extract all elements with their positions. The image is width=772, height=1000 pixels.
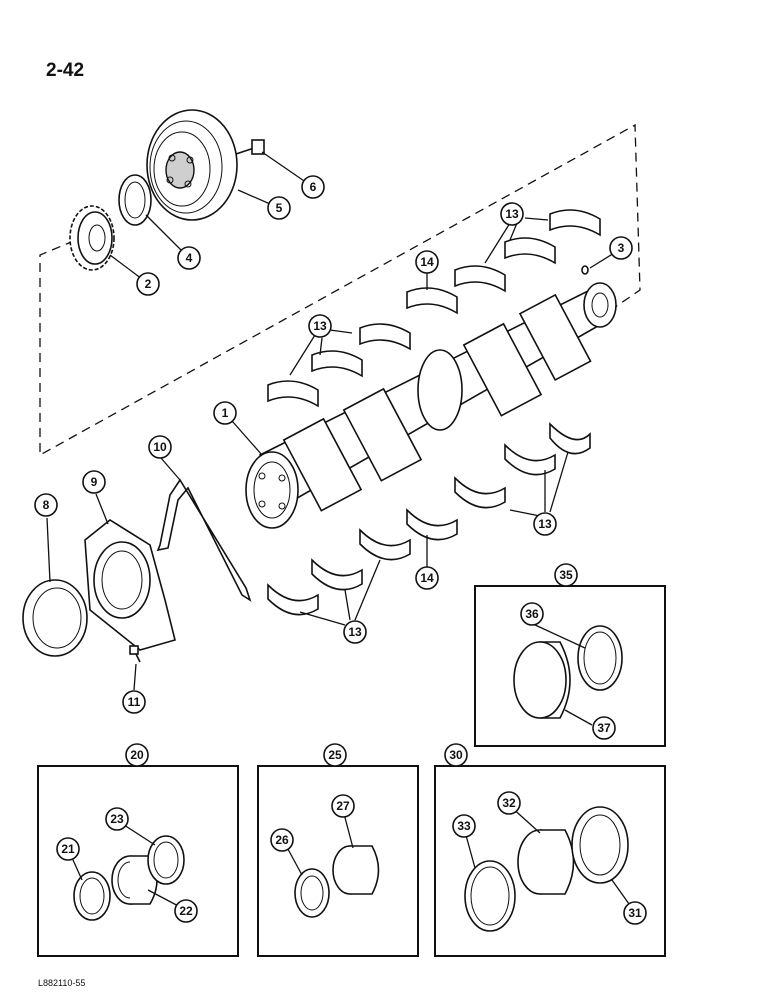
callout-6: 6: [301, 175, 325, 199]
callout-30: 30: [444, 743, 468, 767]
housing-screw: [129, 645, 141, 663]
svg-text:31: 31: [628, 906, 642, 920]
callout-14a: 14: [415, 250, 439, 274]
svg-text:2: 2: [145, 277, 152, 291]
svg-text:10: 10: [153, 440, 167, 454]
svg-text:26: 26: [275, 833, 289, 847]
svg-text:30: 30: [449, 748, 463, 762]
sleeve-26: [294, 868, 330, 918]
callout-8: 8: [34, 493, 58, 517]
callout-21: 21: [56, 837, 80, 861]
callout-9: 9: [82, 470, 106, 494]
wear-sleeve-37: [513, 641, 571, 719]
svg-text:6: 6: [310, 180, 317, 194]
figure-code: L882110-55: [38, 978, 86, 988]
callout-3: 3: [609, 236, 633, 260]
sleeve-36: [577, 625, 623, 691]
callout-4: 4: [177, 246, 201, 270]
crankshaft-gear: [69, 205, 115, 271]
callout-14b: 14: [415, 566, 439, 590]
svg-text:33: 33: [457, 819, 471, 833]
woodruff-key: [581, 265, 589, 275]
lower-bearing-shells: [267, 422, 591, 616]
svg-text:13: 13: [313, 319, 327, 333]
sleeve-27: [332, 845, 380, 895]
svg-text:13: 13: [348, 625, 362, 639]
seal-21: [73, 871, 111, 921]
rear-seal-housing: [84, 519, 176, 651]
callout-11: 11: [122, 690, 146, 714]
svg-text:3: 3: [618, 241, 625, 255]
svg-text:5: 5: [276, 201, 283, 215]
callout-2: 2: [136, 272, 160, 296]
callout-1: 1: [213, 401, 237, 425]
svg-text:4: 4: [186, 251, 193, 265]
svg-text:8: 8: [43, 498, 50, 512]
svg-text:13: 13: [505, 207, 519, 221]
svg-text:27: 27: [336, 799, 350, 813]
rear-seal: [22, 579, 88, 657]
callout-20: 20: [125, 743, 149, 767]
callout-13a: 13: [500, 202, 524, 226]
callout-23: 23: [105, 807, 129, 831]
page-number: 2-42: [46, 60, 85, 81]
callout-31: 31: [623, 901, 647, 925]
svg-text:9: 9: [91, 475, 98, 489]
seal-33: [464, 860, 516, 932]
svg-text:11: 11: [128, 695, 141, 709]
upper-bearing-shells: [267, 209, 601, 408]
housing-gasket: [156, 478, 252, 602]
ring-23: [147, 835, 185, 885]
crankshaft: [245, 282, 617, 529]
callout-26: 26: [270, 828, 294, 852]
callout-13c: 13: [533, 512, 557, 536]
assembly-dashed-outline: [39, 123, 641, 457]
svg-text:22: 22: [179, 904, 193, 918]
svg-text:13: 13: [538, 517, 552, 531]
callout-37: 37: [592, 716, 616, 740]
callout-25: 25: [323, 743, 347, 767]
svg-text:14: 14: [420, 255, 434, 269]
callout-13b: 13: [308, 314, 332, 338]
front-seal-ring: [118, 174, 152, 226]
svg-text:37: 37: [597, 721, 611, 735]
callout-32: 32: [497, 791, 521, 815]
seal-31: [571, 806, 629, 884]
svg-text:25: 25: [328, 748, 342, 762]
svg-text:35: 35: [559, 568, 573, 582]
svg-text:14: 14: [420, 571, 434, 585]
callout-10: 10: [148, 435, 172, 459]
callout-36: 36: [520, 602, 544, 626]
callout-22: 22: [174, 899, 198, 923]
svg-text:36: 36: [525, 607, 539, 621]
sleeve-22: [111, 855, 158, 905]
svg-text:20: 20: [130, 748, 144, 762]
svg-text:32: 32: [502, 796, 516, 810]
kit-box-30: [434, 765, 666, 957]
kit-box-35: [474, 585, 666, 747]
svg-text:1: 1: [222, 406, 229, 420]
callout-33: 33: [452, 814, 476, 838]
svg-text:21: 21: [61, 842, 75, 856]
callout-27: 27: [331, 794, 355, 818]
pulley-bolt: [235, 139, 265, 155]
callout-5: 5: [267, 196, 291, 220]
svg-text:23: 23: [110, 812, 124, 826]
crankshaft-pulley: [146, 109, 238, 221]
sleeve-32: [517, 829, 575, 895]
callout-35: 35: [554, 563, 578, 587]
callout-13d: 13: [343, 620, 367, 644]
